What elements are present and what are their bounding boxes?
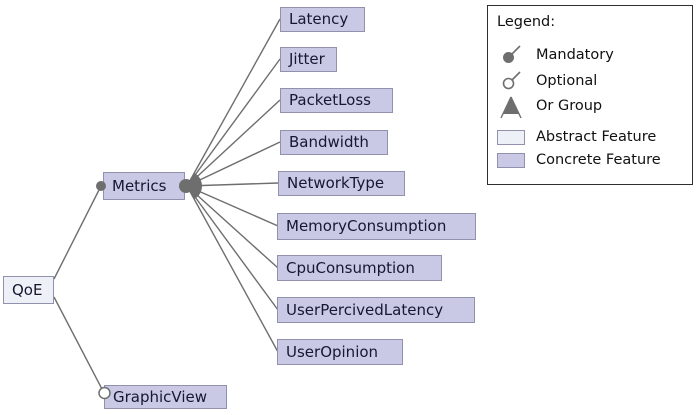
- feature-box-latency[interactable]: Latency: [280, 7, 365, 32]
- feature-box-jitter[interactable]: Jitter: [280, 47, 337, 72]
- edge-metrics-useropinion: [186, 185, 279, 353]
- feature-box-memoryconsumption[interactable]: MemoryConsumption: [277, 213, 476, 240]
- edge-metrics-packetloss: [186, 99, 281, 187]
- legend-item-label: Abstract Feature: [536, 129, 657, 145]
- edge-metrics-networktype: [186, 182, 279, 187]
- feature-box-bandwidth[interactable]: Bandwidth: [280, 130, 388, 155]
- edge-metrics-latency: [186, 18, 281, 187]
- optional-icon: [496, 68, 526, 94]
- legend-item-abstract-feature: Abstract Feature: [496, 125, 656, 149]
- concrete-feature-swatch: [496, 152, 526, 168]
- legend-item-label: Optional: [536, 73, 598, 89]
- mandatory-icon: [496, 42, 526, 68]
- feature-box-cpuconsumption[interactable]: CpuConsumption: [277, 255, 442, 281]
- legend-title: Legend:: [497, 14, 556, 30]
- legend-item-label: Or Group: [536, 98, 603, 114]
- edge-metrics-bandwidth: [186, 141, 281, 187]
- legend-item-or-group: Or Group: [496, 92, 603, 120]
- legend-item-label: Concrete Feature: [536, 152, 661, 168]
- legend-item-mandatory: Mandatory: [496, 43, 614, 67]
- edge-metrics-cpuconsumption: [186, 185, 279, 269]
- legend-item-label: Mandatory: [536, 47, 614, 63]
- feature-box-qoe[interactable]: QoE: [3, 276, 54, 304]
- feature-box-useropinion[interactable]: UserOpinion: [277, 339, 403, 365]
- edge-metrics-userpercivedlatency: [186, 185, 279, 311]
- feature-box-graphicview[interactable]: GraphicView: [104, 385, 227, 409]
- legend-item-concrete-feature: Concrete Feature: [496, 148, 661, 172]
- legend-item-optional: Optional: [496, 69, 597, 93]
- feature-box-networktype[interactable]: NetworkType: [278, 171, 405, 196]
- feature-box-metrics[interactable]: Metrics: [103, 172, 185, 200]
- legend-panel: Legend: Mandatory Optional: [487, 5, 693, 185]
- feature-box-packetloss[interactable]: PacketLoss: [280, 88, 393, 113]
- or-group-icon: [496, 92, 526, 120]
- edge-qoe-graphicview: [53, 296, 104, 392]
- edge-qoe-metrics: [53, 187, 101, 280]
- edge-metrics-memoryconsumption: [186, 185, 279, 227]
- edge-metrics-jitter: [186, 58, 281, 187]
- abstract-feature-swatch: [496, 129, 526, 145]
- feature-box-userpercivedlatency[interactable]: UserPercivedLatency: [277, 297, 475, 323]
